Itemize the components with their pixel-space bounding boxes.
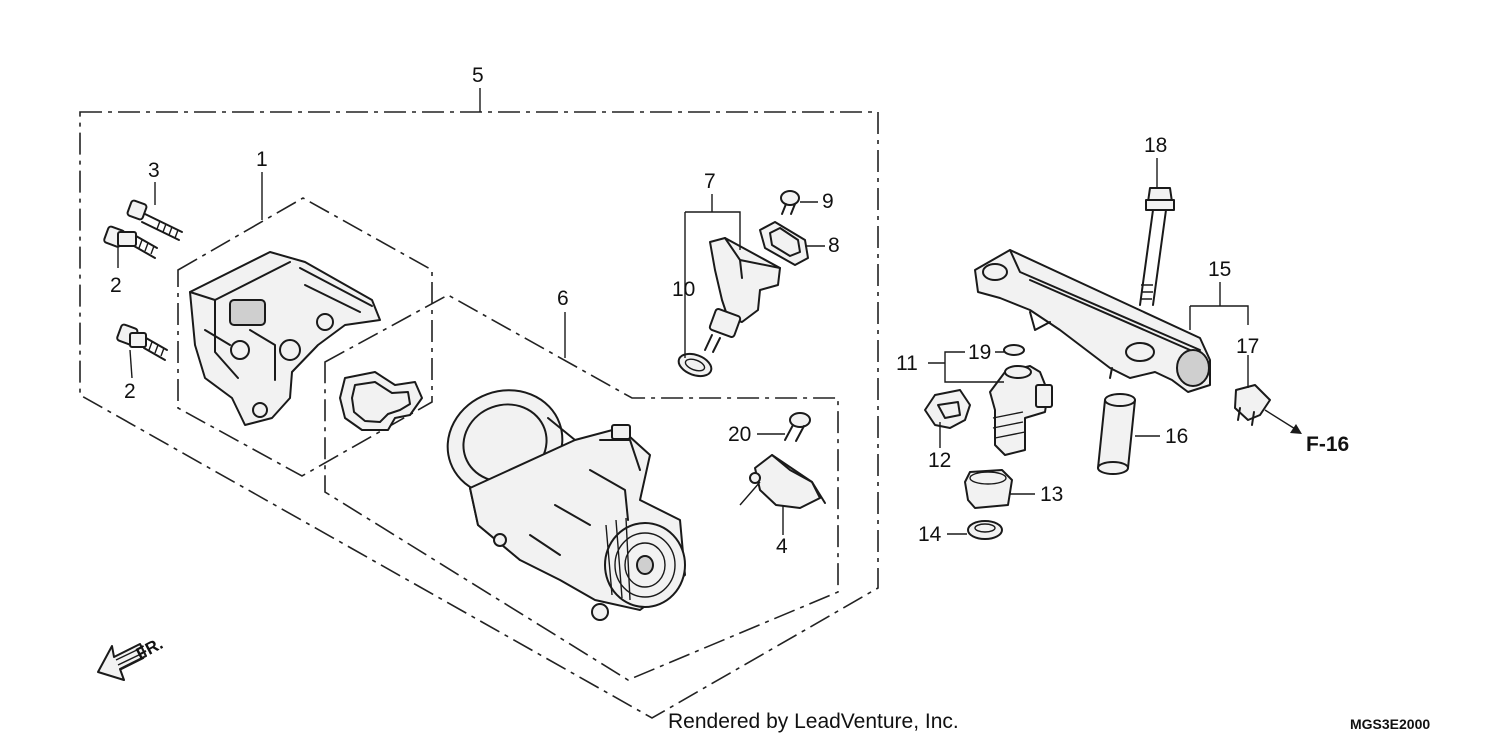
sensor-7[interactable] [704, 237, 781, 353]
o-ring-10[interactable] [676, 350, 715, 380]
leader-lines [117, 88, 1302, 535]
callout-11: 11 [896, 352, 918, 375]
callout-6: 6 [557, 287, 569, 310]
callout-16: 16 [1165, 425, 1188, 448]
callout-10: 10 [672, 278, 695, 301]
bracket-4[interactable] [749, 454, 826, 509]
cushion-13[interactable] [964, 469, 1013, 509]
reference-f16: F-16 [1306, 433, 1349, 456]
callout-5: 5 [472, 64, 484, 87]
callout-1: 1 [256, 148, 268, 171]
callout-19: 19 [968, 341, 991, 364]
sensor-unit-1[interactable] [189, 251, 381, 426]
callout-13: 13 [1040, 483, 1063, 506]
callout-9: 9 [822, 190, 834, 213]
front-direction-arrow: FR. [97, 634, 166, 681]
assembly-1-boundary [177, 197, 433, 477]
callout-7: 7 [704, 170, 716, 193]
assembly-6-boundary [324, 294, 839, 681]
assembly-5-boundary [79, 111, 879, 719]
diagram-code: MGS3E2000 [1350, 716, 1431, 732]
gasket-8[interactable] [759, 221, 809, 266]
callout-3: 3 [148, 159, 160, 182]
bolt-18[interactable] [1139, 187, 1175, 306]
callout-15: 15 [1208, 258, 1231, 281]
callout-14: 14 [918, 523, 942, 546]
collar-16[interactable] [1097, 393, 1136, 475]
callout-8: 8 [828, 234, 840, 257]
clip-12[interactable] [924, 389, 971, 429]
callout-18: 18 [1144, 134, 1167, 157]
fuel-rail-15[interactable] [974, 249, 1211, 393]
callout-2-upper: 2 [110, 274, 122, 297]
screw-9[interactable] [780, 190, 800, 215]
throttle-body-6[interactable] [433, 374, 686, 621]
o-ring-19[interactable] [1003, 344, 1025, 356]
callout-12: 12 [928, 449, 951, 472]
clip-17[interactable] [1234, 384, 1271, 426]
bolt-3[interactable] [126, 199, 183, 241]
injector-11[interactable] [989, 365, 1053, 456]
seal-ring-14[interactable] [967, 520, 1003, 540]
callout-4: 4 [776, 535, 788, 558]
callout-20: 20 [728, 423, 751, 446]
render-credit: Rendered by LeadVenture, Inc. [668, 710, 959, 733]
f16-arrowhead [1290, 424, 1302, 434]
seal-gasket[interactable] [339, 371, 423, 431]
callout-numbers: 5 1 3 2 2 6 7 9 8 10 20 4 18 15 17 11 19… [110, 64, 1349, 558]
bolt-2-upper[interactable] [103, 225, 158, 259]
bolt-2-lower[interactable] [116, 323, 168, 361]
callout-2-lower: 2 [124, 380, 136, 403]
callout-17: 17 [1236, 335, 1259, 358]
screw-20[interactable] [784, 412, 811, 442]
